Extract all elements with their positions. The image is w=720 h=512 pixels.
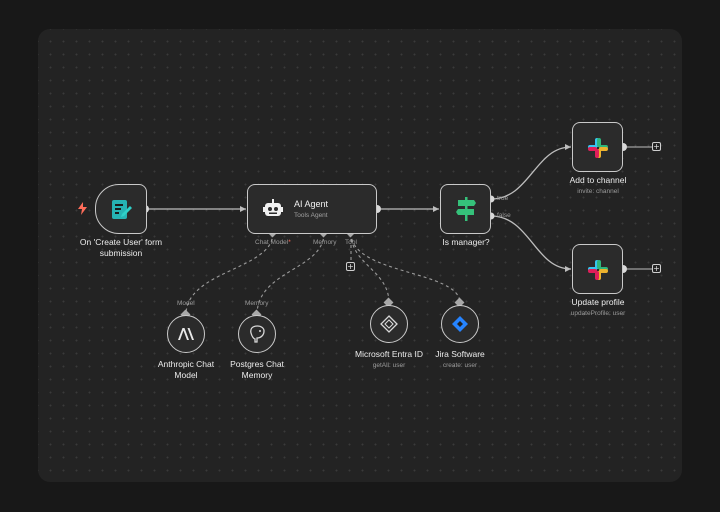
postgres-icon [250, 325, 265, 343]
postgres-port-label: Memory [245, 300, 269, 307]
add-tool-button[interactable]: + [346, 262, 355, 271]
robot-icon [263, 199, 283, 216]
connection-true-add [490, 146, 572, 200]
add-after-add-channel-button[interactable]: + [652, 142, 661, 151]
arrowhead [565, 266, 571, 272]
slack-update-subtitle: updateProfile: user [570, 310, 626, 317]
agent-title: AI Agent [294, 199, 329, 209]
slack-update-node[interactable] [572, 244, 623, 294]
arrowhead [565, 144, 571, 150]
jira-input-port [454, 297, 465, 308]
connection-false-update [490, 215, 572, 270]
form-icon [112, 200, 132, 219]
trigger-node[interactable] [95, 184, 147, 234]
chat-model-port-label: Chat Model* [255, 239, 291, 246]
anthropic-icon [178, 328, 194, 340]
switch-false-label: false [497, 212, 511, 219]
lightning-icon [78, 202, 87, 215]
arrowhead [433, 206, 439, 212]
switch-true-label: true [497, 195, 509, 202]
slack-icon [588, 138, 608, 158]
ai-agent-node[interactable]: AI Agent Tools Agent [247, 184, 377, 234]
memory-port-label: Memory [313, 239, 337, 246]
entra-label: Microsoft Entra ID [354, 349, 424, 359]
slack-icon [588, 260, 608, 280]
jira-icon [452, 316, 468, 332]
jira-label: Jira Software [435, 349, 485, 359]
entra-subtitle: getAll: user [372, 362, 406, 369]
connection-memory [256, 232, 325, 316]
switch-node[interactable] [440, 184, 491, 234]
postgres-chat-memory-node[interactable] [238, 315, 276, 353]
jira-software-node[interactable] [441, 305, 479, 343]
connection-tool-entra [350, 232, 390, 304]
entra-icon [380, 315, 398, 333]
jira-subtitle: create: user [442, 362, 478, 369]
arrowhead [240, 206, 246, 212]
agent-subtitle: Tools Agent [294, 212, 328, 219]
anthropic-chat-model-node[interactable] [167, 315, 205, 353]
connection-tool-jira [350, 232, 461, 304]
tool-port-label: Tool [345, 239, 357, 246]
connection-model [185, 232, 274, 316]
slack-add-subtitle: invite: channel [577, 188, 619, 195]
trigger-label: On 'Create User' form submission [79, 237, 163, 258]
entra-input-port [383, 297, 394, 308]
entra-id-node[interactable] [370, 305, 408, 343]
slack-update-label: Update profile [571, 297, 625, 307]
slack-add-node[interactable] [572, 122, 623, 172]
add-after-update-profile-button[interactable]: + [652, 264, 661, 273]
slack-add-label: Add to channel [569, 175, 627, 185]
signpost-icon [456, 197, 476, 221]
anthropic-port-label: Model [177, 300, 195, 307]
switch-label: Is manager? [442, 237, 490, 247]
